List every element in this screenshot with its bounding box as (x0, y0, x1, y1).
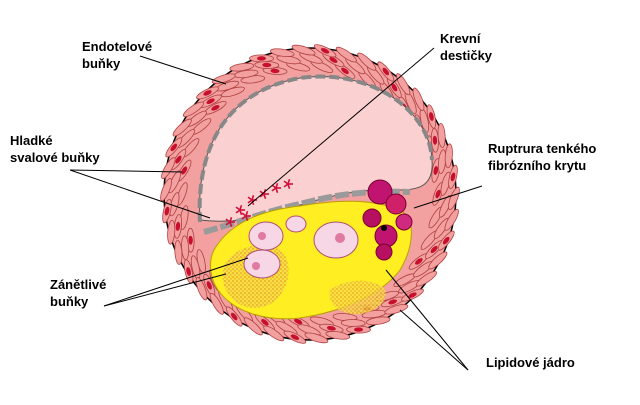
cell-nucleus (442, 236, 450, 245)
label-cap-rupture: Ruptrura tenkého fibrózního krytu (488, 141, 597, 173)
smooth-muscle-cell (428, 251, 448, 270)
cell-nucleus (211, 104, 220, 111)
smooth-muscle-cell (167, 219, 176, 245)
platelet (229, 216, 233, 223)
label-inflammatory-cells: Zánětlivé buňky (50, 277, 107, 309)
cell-nucleus (354, 327, 363, 332)
foam-cell (243, 249, 281, 279)
label-endothelial-cells: Endotelové buňky (82, 39, 153, 71)
cell-nucleus (433, 166, 439, 175)
smooth-muscle-cell (325, 330, 351, 340)
smooth-muscle-cell (444, 208, 459, 231)
endothelial-lining (197, 74, 434, 223)
cell-nucleus (175, 221, 181, 231)
cell-nucleus (415, 258, 423, 265)
platelet (239, 204, 243, 211)
platelet (245, 210, 249, 217)
cell-nucleus (170, 143, 178, 152)
smooth-muscle-cell (172, 118, 192, 137)
label-lipid-core: Lipidové jádro (486, 355, 575, 370)
cell-nucleus (175, 155, 182, 164)
smooth-muscle-cell (444, 143, 453, 169)
cell-nucleus (430, 245, 438, 254)
cell-nucleus (188, 235, 193, 245)
cell-nucleus (261, 318, 269, 326)
cell-nucleus (230, 312, 238, 321)
inflammatory-cell-nucleus (252, 262, 260, 270)
cell-nucleus (450, 172, 456, 182)
inflammatory-cells (243, 215, 359, 279)
smooth-muscle-cell (243, 317, 263, 336)
label-platelets: Krevní destičky (440, 31, 493, 63)
cell-nucleus (326, 325, 336, 331)
smooth-muscle-cell (437, 123, 446, 148)
foam-cell (285, 215, 307, 233)
cell-nucleus (203, 90, 212, 96)
cell-nucleus (206, 98, 215, 105)
inflammatory-cell-nucleus (258, 232, 266, 240)
cell-nucleus (294, 318, 303, 325)
smooth-muscle-cell (304, 332, 329, 344)
cell-nucleus (290, 334, 300, 340)
smooth-muscle-cell (263, 325, 285, 342)
lipid-deposit-right (329, 280, 386, 315)
smooth-muscle-cell (340, 319, 366, 327)
inflammatory-cell-nucleus (335, 233, 345, 243)
smooth-muscle-cell (182, 101, 205, 118)
label-smooth-muscle-cells: Hladké svalové buňky (10, 133, 100, 165)
